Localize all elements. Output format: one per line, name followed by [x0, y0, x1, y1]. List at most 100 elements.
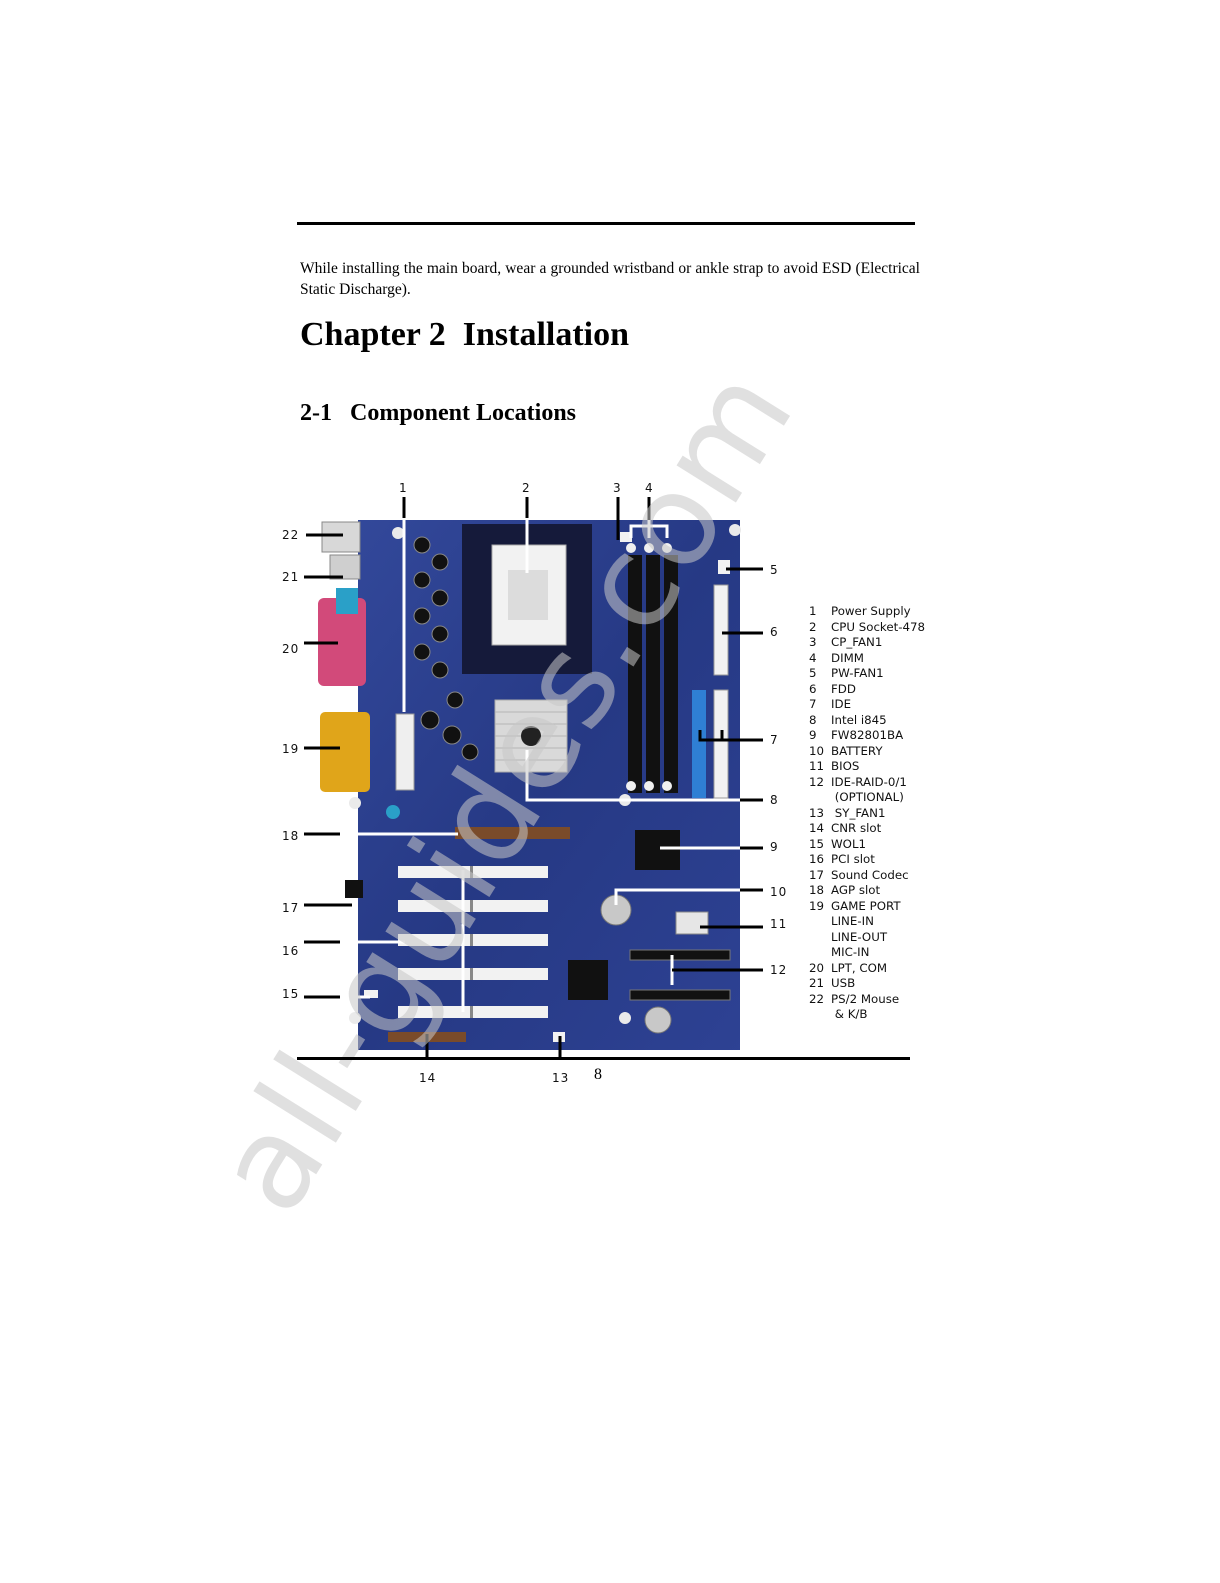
- legend-label: PCI slot: [831, 852, 875, 866]
- legend-number: 15: [809, 836, 825, 851]
- callout-21: 21: [282, 570, 300, 584]
- legend-label: BIOS: [831, 759, 860, 773]
- footer-rule: [297, 1057, 910, 1060]
- legend-label: Sound Codec: [831, 867, 909, 882]
- audio-jack: [386, 805, 400, 819]
- bios-chip: [675, 911, 709, 935]
- dimm-slot: [628, 555, 642, 793]
- legend-number: 10: [809, 743, 825, 758]
- mounting-hole: [349, 797, 361, 809]
- legend-number: 1: [809, 604, 817, 618]
- legend-item: 11 BIOS: [809, 759, 925, 775]
- mounting-hole: [392, 527, 404, 539]
- legend-number: 2: [809, 619, 817, 634]
- leader-lines: [304, 497, 763, 1058]
- leader-10: [614, 888, 740, 905]
- dimm-slot: [646, 555, 660, 793]
- legend-label: SY_FAN1: [831, 805, 886, 820]
- callout-6: 6: [770, 625, 779, 639]
- callout-14: 14: [419, 1071, 437, 1085]
- leader-7: [698, 730, 763, 742]
- callout-3: 3: [613, 481, 622, 495]
- legend-item: 5 PW-FAN1: [809, 666, 925, 682]
- callout-17: 17: [282, 901, 300, 915]
- callout-2: 2: [522, 481, 531, 495]
- vrm-capacitors: [413, 536, 479, 761]
- callout-15: 15: [282, 987, 300, 1001]
- callout-20: 20: [282, 642, 300, 656]
- agp-slot: [455, 827, 570, 839]
- callout-7: 7: [770, 733, 779, 747]
- legend-label: (OPTIONAL): [831, 790, 904, 804]
- pci-slot-keys: [470, 866, 473, 1018]
- raid-controller: [568, 960, 608, 1000]
- legend-label: WOL1: [831, 836, 867, 851]
- callout-5: 5: [770, 563, 779, 577]
- legend-number: 8: [809, 712, 817, 727]
- legend-item: 2 CPU Socket-478: [809, 620, 925, 636]
- legend-number: 19: [809, 898, 825, 913]
- power-supply-connector: [395, 713, 415, 791]
- com-connector: [336, 588, 358, 614]
- legend-number: 4: [809, 650, 817, 665]
- lpt-connector: [318, 598, 366, 686]
- legend-label: LINE-OUT: [831, 929, 888, 944]
- legend-number: 6: [809, 681, 817, 696]
- legend-label: GAME PORT: [831, 898, 901, 913]
- legend-label: FW82801BA: [831, 728, 904, 742]
- callout-4: 4: [645, 481, 654, 495]
- mounting-hole: [349, 1012, 361, 1024]
- cpu-socket-pins: [508, 570, 548, 620]
- legend-label: BATTERY: [831, 743, 883, 758]
- legend-label: PW-FAN1: [831, 666, 884, 680]
- wol-header: [364, 990, 378, 998]
- callout-1: 1: [399, 481, 408, 495]
- legend-label: LPT, COM: [831, 960, 888, 975]
- legend-item: 13 SY_FAN1: [809, 806, 925, 822]
- callout-8: 8: [770, 793, 779, 807]
- callout-10: 10: [770, 885, 788, 899]
- legend-label: FDD: [831, 681, 856, 696]
- legend-number: 3: [809, 635, 817, 649]
- gameport-connector: [320, 712, 370, 792]
- section-title: 2-1 Component Locations: [300, 400, 577, 426]
- legend-item: 12 IDE-RAID-0/1: [809, 775, 925, 791]
- callout-13: 13: [552, 1071, 570, 1085]
- legend-item: 1 Power Supply: [809, 604, 925, 620]
- legend-label: IDE-RAID-0/1: [831, 774, 907, 789]
- legend-label: CPU Socket-478: [831, 619, 925, 634]
- northbridge-chip: [521, 726, 541, 746]
- legend-label: MIC-IN: [831, 945, 870, 959]
- legend-item: (OPTIONAL): [809, 790, 925, 806]
- legend-label: AGP slot: [831, 883, 881, 897]
- legend-label: PS/2 Mouse: [831, 991, 900, 1006]
- fdd-connector: [713, 584, 729, 676]
- ide-connector-white: [713, 689, 729, 799]
- legend-label: IDE: [831, 697, 852, 711]
- legend-item: 19 GAME PORT: [809, 899, 925, 915]
- battery-2: [644, 1006, 672, 1034]
- callout-16: 16: [282, 944, 300, 958]
- legend-number: 16: [809, 852, 825, 866]
- cp-fan-header: [620, 532, 632, 542]
- callout-19: 19: [282, 742, 300, 756]
- legend-label: Power Supply: [831, 604, 911, 618]
- callout-11: 11: [770, 917, 788, 931]
- legend-item: 16 PCI slot: [809, 852, 925, 868]
- legend-item: 10 BATTERY: [809, 744, 925, 760]
- legend-number: 12: [809, 774, 825, 789]
- legend-number: 11: [809, 759, 825, 773]
- dimm-latches: [626, 543, 672, 791]
- legend-number: 20: [809, 960, 825, 975]
- usb-connector: [329, 554, 361, 580]
- legend-number: 5: [809, 666, 817, 680]
